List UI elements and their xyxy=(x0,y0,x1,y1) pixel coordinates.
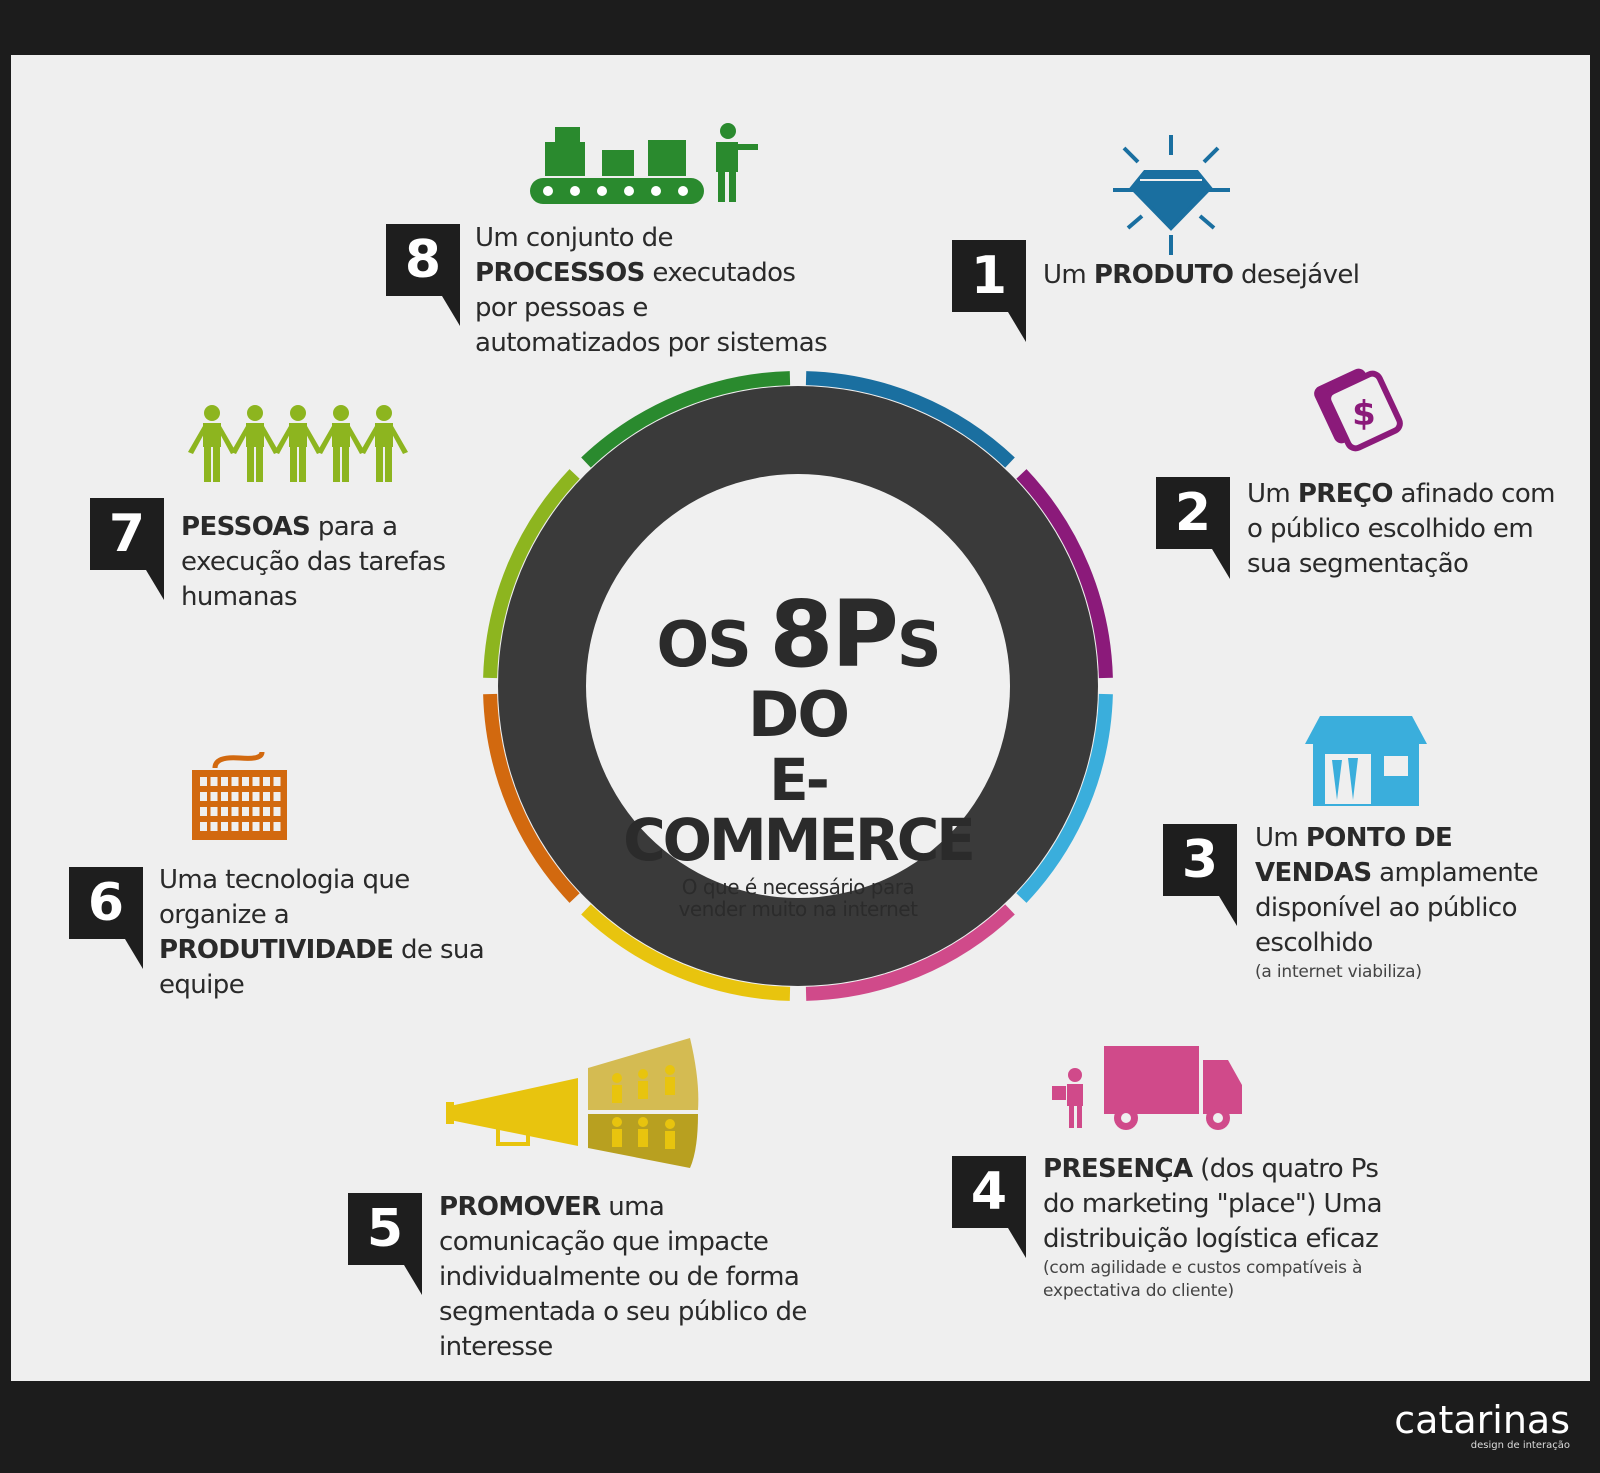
item-note: (a internet viabiliza) xyxy=(1255,962,1422,982)
item-text-6: Uma tecnologia que organize a PRODUTIVID… xyxy=(159,863,519,1003)
ring-segment-6 xyxy=(483,693,580,903)
megaphone-icon xyxy=(446,1038,699,1168)
number-badge-5: 5 xyxy=(348,1193,422,1295)
item-post: desejável xyxy=(1233,260,1360,290)
title-subtitle: O que é necessário para vender muito na … xyxy=(678,875,918,921)
item-text-2: Um PREÇO afinado com o público escolhido… xyxy=(1247,477,1567,582)
title-ecommerce: E-COMMERCE xyxy=(623,746,976,874)
item-text-5: PROMOVER uma comunicação que impacte ind… xyxy=(439,1190,819,1365)
item-keyword: PRODUTO xyxy=(1093,260,1234,290)
item-post: afinado com o público escolhido em sua s… xyxy=(1247,479,1555,579)
item-post: para a execução das tarefas humanas xyxy=(181,512,446,612)
ring-segment-1 xyxy=(805,371,1015,468)
store-icon xyxy=(1305,716,1427,806)
number-badge-3: 3 xyxy=(1163,824,1237,926)
main-title: OS 8PS DO E-COMMERCE O que é necessário … xyxy=(598,589,998,921)
keyboard-icon xyxy=(192,751,287,840)
item-pre: Uma tecnologia que organize a xyxy=(159,865,410,930)
ring-segment-4 xyxy=(805,904,1015,1001)
number-badge-6: 6 xyxy=(69,867,143,969)
people-icon xyxy=(188,405,408,482)
item-post: (dos quatro Ps do marketing "place") Uma… xyxy=(1043,1154,1383,1254)
item-post: amplamente disponível ao público escolhi… xyxy=(1255,858,1539,958)
item-note: (com agilidade e custos compatíveis à ex… xyxy=(1043,1258,1363,1301)
title-os: OS xyxy=(656,608,751,681)
number-badge-7: 7 xyxy=(90,498,164,600)
number-badge-4: 4 xyxy=(952,1156,1026,1258)
conveyor-icon xyxy=(530,123,758,204)
number-badge-1: 1 xyxy=(952,240,1026,342)
item-text-8: Um conjunto de PROCESSOS executados por … xyxy=(475,221,835,361)
ring-segment-3 xyxy=(1016,693,1113,903)
title-sdo: S DO xyxy=(747,608,942,751)
logo-tagline: design de interação xyxy=(1470,1440,1570,1451)
item-pre: Um xyxy=(1043,260,1094,290)
item-post: executados por pessoas e automatizados p… xyxy=(475,258,828,358)
title-8p: 8P xyxy=(769,581,898,688)
catarinas-logo: catarinas design de interação xyxy=(1394,1400,1570,1451)
item-text-4: PRESENÇA (dos quatro Ps do marketing "pl… xyxy=(1043,1152,1403,1303)
item-keyword: PREÇO xyxy=(1297,479,1394,509)
item-keyword: PONTO DE VENDAS xyxy=(1255,823,1453,888)
ring-segment-7 xyxy=(483,469,580,679)
item-keyword: PESSOAS xyxy=(181,512,311,542)
item-text-1: Um PRODUTO desejável xyxy=(1043,258,1403,293)
item-keyword: PRODUTIVIDADE xyxy=(159,935,394,965)
item-pre: Um xyxy=(1255,823,1306,853)
item-text-7: PESSOAS para a execução das tarefas huma… xyxy=(181,510,511,615)
item-text-3: Um PONTO DE VENDAS amplamente disponível… xyxy=(1255,821,1575,984)
ring-segment-5 xyxy=(581,904,791,1001)
diamond-icon xyxy=(1113,135,1230,255)
item-keyword: PROCESSOS xyxy=(475,258,645,288)
item-post: uma comunicação que impacte individualme… xyxy=(439,1192,807,1362)
svg-text:$: $ xyxy=(1352,394,1376,434)
number-badge-2: 2 xyxy=(1156,477,1230,579)
number-badge-8: 8 xyxy=(386,224,460,326)
logo-name: catarinas xyxy=(1394,1398,1570,1442)
item-pre: Um conjunto de xyxy=(475,223,674,253)
item-pre: Um xyxy=(1247,479,1298,509)
money-icon: $ xyxy=(1314,368,1403,452)
item-post: de sua equipe xyxy=(159,935,485,1000)
item-keyword: PROMOVER xyxy=(439,1192,601,1222)
item-keyword: PRESENÇA xyxy=(1043,1154,1193,1184)
inner-circle xyxy=(586,474,1010,898)
ring-segment-8 xyxy=(581,371,791,468)
truck-icon xyxy=(1052,1046,1242,1130)
ring-segment-2 xyxy=(1016,469,1113,679)
